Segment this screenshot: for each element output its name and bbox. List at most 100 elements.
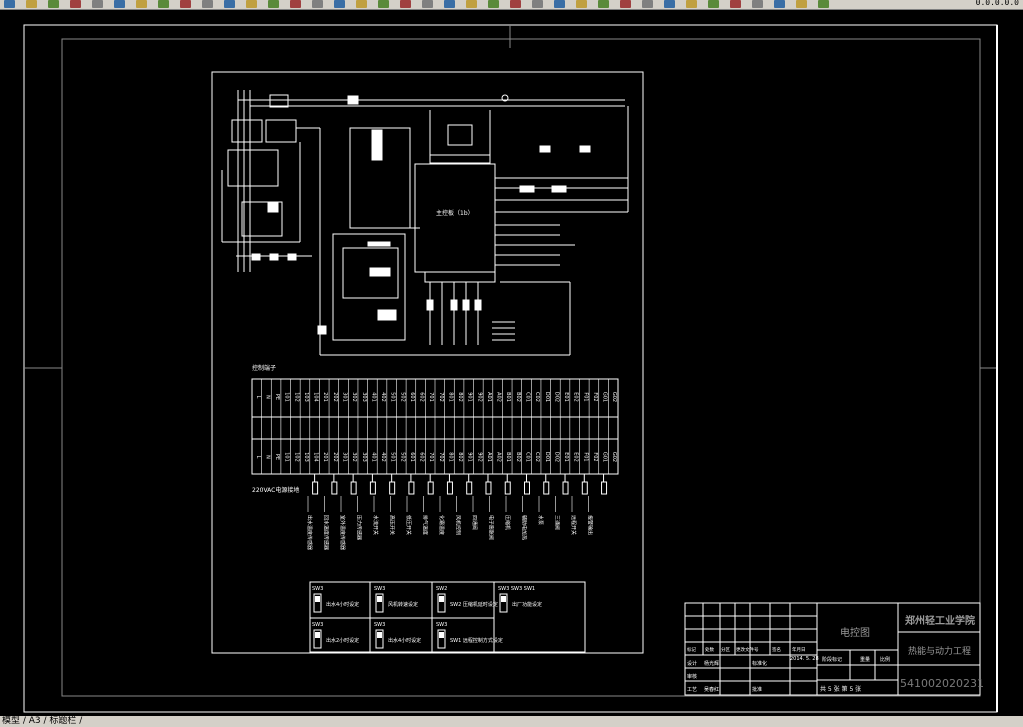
terminal-code-bottom: 302 [351, 452, 357, 462]
terminal-code-top: 303 [361, 392, 367, 402]
dip-switch-icon [437, 593, 446, 613]
terminal-code-top: N [264, 395, 270, 399]
terminal-code-bottom: 303 [361, 452, 367, 462]
terminal-code-bottom: 401 [370, 452, 376, 462]
terminal-code-top: 201 [322, 392, 328, 402]
toolbar-button-icon[interactable] [136, 0, 147, 8]
toolbar-button-icon[interactable] [268, 0, 279, 8]
terminal-note: 三通阀 [554, 515, 561, 530]
toolbar-button-icon[interactable] [466, 0, 477, 8]
drawing-title: 电控图 [840, 626, 870, 639]
toolbar-button-icon[interactable] [576, 0, 587, 8]
toolbar-button-icon[interactable] [158, 0, 169, 8]
toolbar-button-icon[interactable] [620, 0, 631, 8]
terminal-code-top: 301 [342, 392, 348, 402]
row-label-5: 年月日 [792, 646, 806, 653]
toolbar-button-icon[interactable] [422, 0, 433, 8]
terminal-code-bottom: F01 [582, 452, 588, 461]
switch-desc: 出水4小时设定 [326, 601, 359, 608]
toolbar-button-icon[interactable] [224, 0, 235, 8]
toolbar-button-icon[interactable] [774, 0, 785, 8]
toolbar-button-icon[interactable] [4, 0, 15, 8]
toolbar-button-icon[interactable] [26, 0, 37, 8]
terminal-code-top: A02 [496, 392, 502, 402]
switch-desc: 出厂功能设定 [512, 601, 542, 608]
toolbar-button-icon[interactable] [818, 0, 829, 8]
terminal-code-top: 502 [399, 392, 405, 402]
terminal-code-top: C01 [525, 392, 531, 402]
terminal-code-bottom: 701 [428, 452, 434, 462]
terminal-code-top: 601 [409, 392, 415, 402]
terminal-code-bottom: A02 [496, 452, 502, 462]
toolbar-button-icon[interactable] [246, 0, 257, 8]
dip-switch-knob [501, 596, 506, 602]
weight-label: 重量 [860, 656, 870, 663]
toolbar-button-icon[interactable] [554, 0, 565, 8]
dip-switch-knob [377, 596, 382, 602]
toolbar-button-icon[interactable] [378, 0, 389, 8]
toolbar-button-icon[interactable] [290, 0, 301, 8]
terminal-note: 压力传感器 [356, 515, 363, 540]
layout-tabs-text: 模型 / A3 / 标题栏 / [2, 716, 83, 726]
dip-switch-icon [499, 593, 508, 613]
school-name: 郑州轻工业学院 [905, 614, 975, 627]
toolbar-button-icon[interactable] [334, 0, 345, 8]
toolbar-button-icon[interactable] [444, 0, 455, 8]
switch-code: SW3 [312, 586, 323, 592]
layout-tabs[interactable]: 模型 / A3 / 标题栏 / [0, 716, 1023, 727]
toolbar-button-icon[interactable] [686, 0, 697, 8]
terminal-code-bottom: 402 [380, 452, 386, 462]
terminal-code-top: 701 [428, 392, 434, 402]
toolbar-button-icon[interactable] [532, 0, 543, 8]
terminal-note: 高压开关 [389, 515, 396, 535]
terminal-code-top: L [255, 396, 261, 399]
dip-switch-knob [315, 632, 320, 638]
toolbar-button-icon[interactable] [70, 0, 81, 8]
switch-table-frame [309, 581, 586, 653]
terminal-code-bottom: B02 [515, 452, 521, 462]
toolbar-button-icon[interactable] [312, 0, 323, 8]
toolbar-button-icon[interactable] [642, 0, 653, 8]
terminal-notes: 出水温度传感器回水温度传感器室外温度传感器压力传感器水流开关高压开关低压开关排气… [306, 496, 594, 550]
terminal-note: 水流开关 [372, 515, 379, 535]
toolbar-button-icon[interactable] [180, 0, 191, 8]
switch-desc: 风机转速设定 [388, 601, 418, 608]
toolbar-button-icon[interactable] [796, 0, 807, 8]
terminal-lead [312, 481, 319, 495]
dip-switch-icon [437, 629, 446, 649]
dip-switch-icon [313, 629, 322, 649]
switch-code: SW3 [436, 622, 447, 628]
toolbar-button-icon[interactable] [752, 0, 763, 8]
toolbar-button-icon[interactable] [708, 0, 719, 8]
terminal-lead [408, 481, 415, 495]
terminal-note: 电子膨胀阀 [488, 515, 495, 540]
terminal-note: 化霜温度 [438, 515, 445, 535]
terminal-note: 出水温度传感器 [306, 515, 313, 550]
toolbar-button-icon[interactable] [114, 0, 125, 8]
toolbar-button-icon[interactable] [730, 0, 741, 8]
toolbar-button-icon[interactable] [400, 0, 411, 8]
terminal-code-top: 103 [303, 392, 309, 402]
terminal-lead [389, 481, 396, 495]
terminal-code-top: C02 [534, 392, 540, 402]
toolbar-button-icon[interactable] [598, 0, 609, 8]
toolbar-button-icon[interactable] [48, 0, 59, 8]
terminal-code-top: 902 [476, 392, 482, 402]
switch-desc: 出水4小时设定 [388, 637, 421, 644]
terminal-lead [601, 481, 608, 495]
terminal-code-bottom: 802 [457, 452, 463, 462]
toolbar-button-icon[interactable] [92, 0, 103, 8]
terminal-code-top: 401 [370, 392, 376, 402]
toolbar-button-icon[interactable] [356, 0, 367, 8]
toolbar-button-icon[interactable] [664, 0, 675, 8]
designer: 杨光辉 [704, 660, 719, 667]
terminal-code-top: 202 [332, 392, 338, 402]
toolbar-button-icon[interactable] [510, 0, 521, 8]
toolbar-button-icon[interactable] [488, 0, 499, 8]
terminal-code-bottom: 602 [419, 452, 425, 462]
terminal-code-top: 104 [313, 392, 319, 402]
zoom-readout: 0.0.0.0.0 [975, 0, 1019, 7]
terminal-code-bottom: E02 [573, 452, 579, 462]
toolbar-button-icon[interactable] [202, 0, 213, 8]
